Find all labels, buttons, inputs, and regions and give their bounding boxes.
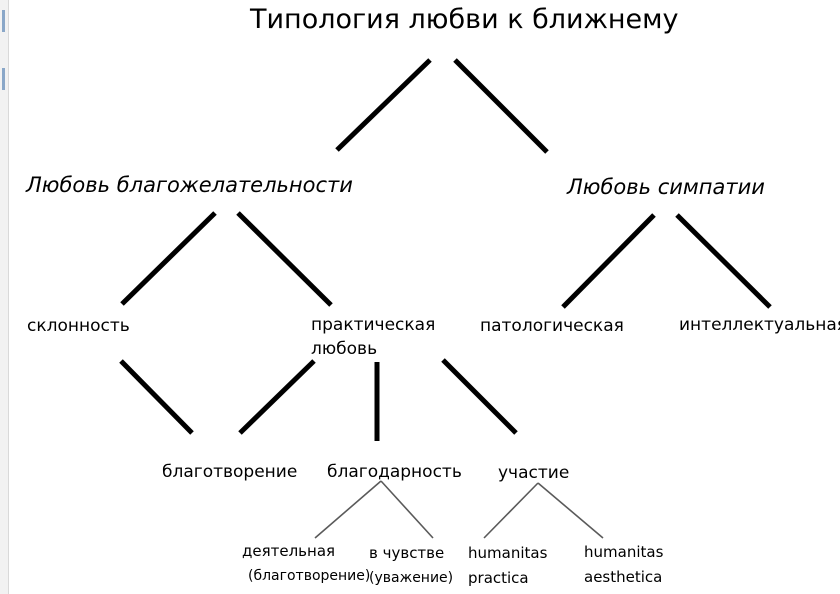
- edge-benevolence-practical: [236, 211, 333, 307]
- node-humanitas-practica-line1: humanitas: [468, 544, 548, 562]
- edge-benevolence-inclination: [120, 211, 217, 306]
- edge-marker: [2, 10, 5, 32]
- node-practical-love-line1: практическая: [311, 315, 436, 335]
- node-practical-love-line2: любовь: [311, 339, 378, 359]
- diagram-title: Типология любви к ближнему: [250, 4, 679, 35]
- edge-marker: [2, 68, 5, 90]
- edge-practical-participation: [441, 358, 518, 435]
- node-active-note: (благотворение): [248, 568, 371, 584]
- node-humanitas-aesthetica: humanitas aesthetica: [584, 540, 663, 590]
- node-active: деятельная (благотворение): [242, 539, 370, 589]
- edge-gratitude-feeling: [380, 480, 434, 539]
- edge-gratitude-active: [314, 480, 382, 539]
- node-in-feeling: в чувстве (уважение): [369, 541, 453, 591]
- edge-title-benevolence: [335, 58, 432, 152]
- edge-practical-beneficence: [238, 359, 316, 435]
- node-benevolence-love: Любовь благожелательности: [26, 173, 353, 197]
- edge-title-sympathy: [453, 58, 549, 154]
- node-participation: участие: [498, 463, 570, 483]
- node-in-feeling-note: (уважение): [369, 570, 454, 586]
- node-intellectual: интеллектуальная: [679, 315, 840, 335]
- node-gratitude: благодарность: [327, 462, 462, 482]
- edge-participation-aesthetica: [537, 482, 604, 539]
- edge-inclination-beneficence: [119, 359, 194, 435]
- edge-participation-practica: [483, 482, 539, 539]
- node-humanitas-aesthetica-line2: aesthetica: [584, 568, 663, 586]
- node-active-label: деятельная: [242, 542, 336, 560]
- node-in-feeling-label: в чувстве: [369, 544, 445, 562]
- node-humanitas-aesthetica-line1: humanitas: [584, 543, 664, 561]
- node-sympathy-love: Любовь симпатии: [567, 175, 765, 199]
- edge-sympathy-pathological: [561, 213, 656, 309]
- edge-sympathy-intellectual: [675, 213, 772, 309]
- node-humanitas-practica-line2: practica: [468, 569, 529, 587]
- node-inclination: склонность: [27, 316, 130, 336]
- window-left-edge: [0, 0, 9, 594]
- node-beneficence: благотворение: [162, 462, 298, 482]
- node-humanitas-practica: humanitas practica: [468, 541, 547, 591]
- node-pathological: патологическая: [480, 316, 624, 336]
